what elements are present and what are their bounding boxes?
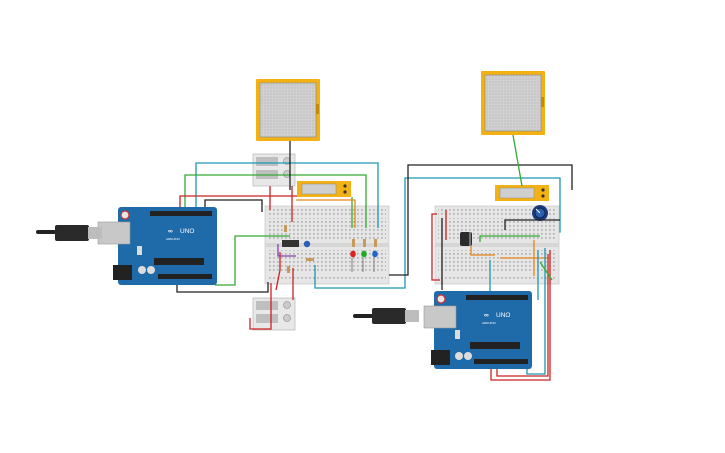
push-button[interactable] [303, 240, 311, 248]
led-legs [351, 258, 375, 272]
led-green[interactable] [361, 250, 367, 258]
wires-right [431, 134, 560, 381]
arduino-right[interactable]: ∞ UNO ARDUINO [423, 291, 532, 369]
led-red[interactable] [350, 250, 356, 258]
arduino-right-model: UNO [496, 312, 510, 319]
arduino-left-model: UNO [180, 228, 194, 235]
relay-module-bottom-left[interactable] [252, 297, 296, 331]
potentiometer[interactable] [532, 205, 548, 221]
arduino-left-brand: ARDUINO [166, 237, 181, 241]
display-module-right[interactable] [481, 71, 545, 135]
usb-cable-right[interactable] [353, 308, 419, 324]
breadboard-left[interactable] [264, 205, 390, 285]
relay-module-top-left[interactable] [252, 153, 296, 187]
resistors-left [284, 225, 377, 273]
arduino-left[interactable]: ∞ UNO ARDUINO [97, 207, 217, 285]
usb-cable-left[interactable] [36, 225, 102, 241]
wires-left [176, 141, 573, 330]
arduino-right-brand: ARDUINO [482, 321, 497, 325]
lcd-module-left[interactable] [297, 181, 351, 197]
svg-text:∞: ∞ [168, 228, 173, 235]
ic-chip[interactable] [282, 240, 299, 247]
capacitor[interactable] [460, 232, 472, 246]
led-blue[interactable] [372, 250, 378, 258]
display-module-left[interactable] [256, 79, 320, 141]
svg-text:∞: ∞ [484, 312, 489, 319]
lcd-module-right[interactable] [495, 185, 549, 201]
